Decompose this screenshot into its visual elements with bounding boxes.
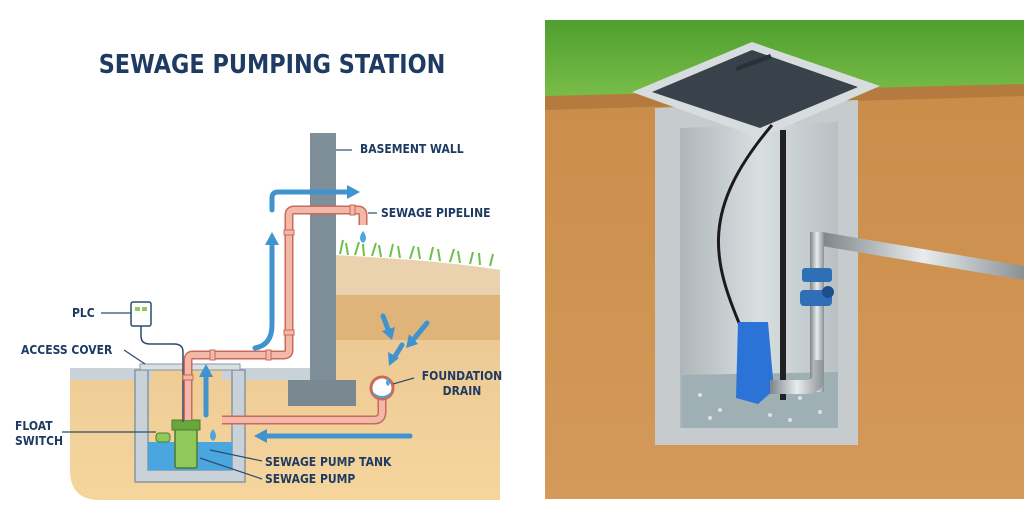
label-foundation-drain: FOUNDATION DRAIN bbox=[419, 369, 505, 399]
label-sewage-pump: SEWAGE PUMP bbox=[265, 472, 356, 486]
float-switch bbox=[155, 432, 171, 443]
soil-layer-upper bbox=[330, 255, 500, 295]
chamber-lid bbox=[652, 50, 858, 128]
label-foundation-drain-line2: DRAIN bbox=[442, 384, 482, 398]
label-sewage-pipeline: SEWAGE PIPELINE bbox=[381, 206, 491, 220]
valve-wheel bbox=[822, 286, 834, 298]
power-cable bbox=[716, 124, 774, 331]
guide-rail bbox=[780, 130, 786, 400]
label-sewage-pump-tank: SEWAGE PUMP TANK bbox=[265, 455, 392, 469]
water-drop-tank bbox=[210, 429, 216, 441]
water-drop-drain bbox=[386, 378, 390, 386]
gate-valve bbox=[802, 268, 832, 282]
plc-cable bbox=[140, 326, 184, 422]
submersible-pump bbox=[736, 322, 774, 404]
label-access-cover: ACCESS COVER bbox=[21, 343, 113, 357]
pump-outlet-elbow bbox=[770, 360, 824, 394]
lid-handle bbox=[735, 54, 772, 71]
wall-footing bbox=[288, 380, 356, 406]
pipe-joints bbox=[182, 204, 356, 381]
water-drop-pipeline bbox=[360, 231, 366, 243]
foundation-drain-pipe-inner bbox=[222, 398, 385, 423]
leader-lines bbox=[62, 149, 415, 480]
sewage-pipe-inner bbox=[185, 207, 366, 420]
soil-layer-middle bbox=[330, 295, 500, 340]
discharge-pipe-horizontal bbox=[822, 232, 1024, 280]
flow-arrows bbox=[203, 189, 430, 439]
plc-indicator-1 bbox=[135, 307, 140, 311]
chamber-interior bbox=[680, 122, 838, 428]
label-float-switch-line1: FLOAT bbox=[15, 419, 53, 433]
label-foundation-drain-line1: FOUNDATION bbox=[421, 369, 503, 383]
diagram-title: SEWAGE PUMPING STATION bbox=[98, 50, 446, 80]
flow-arrowheads bbox=[199, 185, 418, 443]
label-float-switch-line2: SWITCH bbox=[15, 434, 64, 448]
grass-tufts bbox=[339, 239, 494, 267]
plc-indicator-2 bbox=[142, 307, 147, 311]
label-basement-wall: BASEMENT WALL bbox=[360, 142, 464, 156]
label-plc: PLC bbox=[72, 306, 95, 320]
floor-slab bbox=[70, 368, 152, 380]
drain-water bbox=[373, 392, 391, 398]
label-float-switch: FLOAT SWITCH bbox=[15, 419, 63, 449]
basement-wall bbox=[310, 133, 336, 385]
